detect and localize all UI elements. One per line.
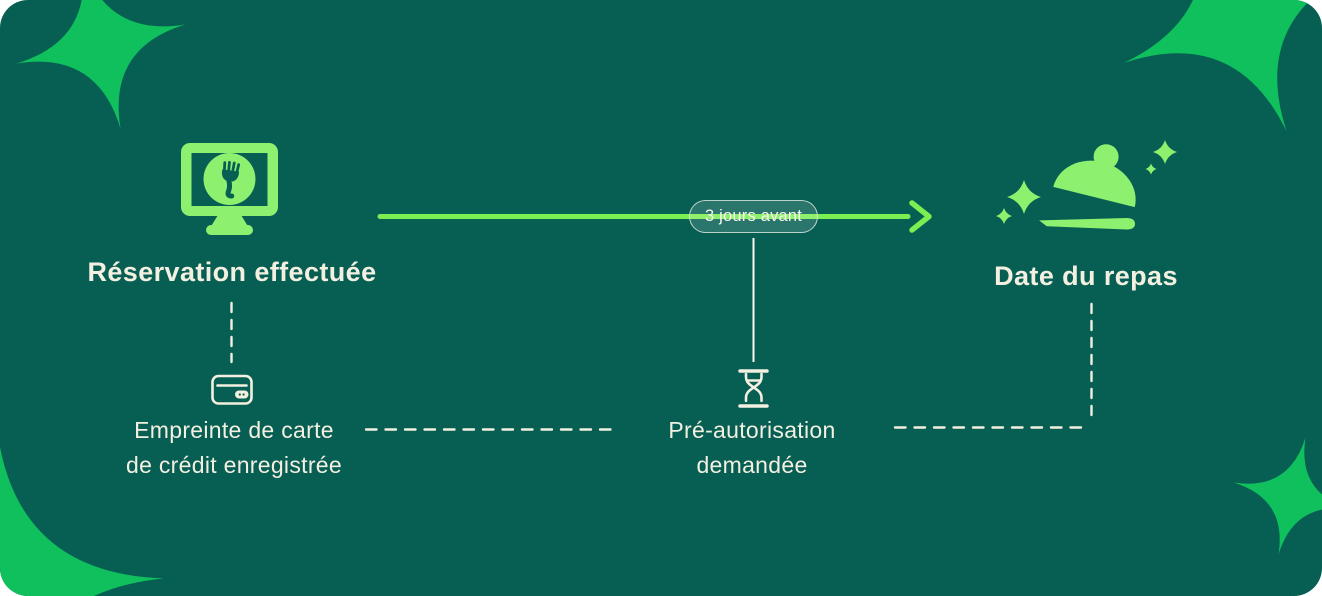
milestone-end-title: Date du repas [994,261,1178,291]
sparkle-icon [1145,163,1157,175]
fork-glyph [221,160,241,199]
sparkle-icon [996,208,1012,224]
event-card-line2: de crédit enregistrée [126,451,342,478]
hourglass-icon [738,369,769,408]
timeline-arrow-icon [377,200,932,233]
timeline-badge: 3 jours avant [689,200,819,233]
star-decoration-top-left [16,0,186,129]
sparkle-icon [1007,180,1041,214]
event-card-line1: Empreinte de carte [134,417,334,443]
credit-card-icon [211,374,253,405]
event-preauth-line2: demandée [696,451,808,478]
cloche-plate [1039,217,1135,230]
cloche-dome [1053,144,1136,208]
cloche-icon [996,140,1177,230]
star-decoration-top-right [1124,0,1322,132]
milestone-start-title: Réservation effectuée [87,257,377,287]
star-decoration-bottom-left [0,422,164,596]
star-decoration-bottom-right [1233,437,1322,555]
event-preauth-line1: Pré-autorisation [668,417,836,443]
sparkle-icon [1153,140,1177,164]
event-card-text: Empreinte de carte de crédit enregistrée [83,413,385,482]
event-preauth-text: Pré-autorisation demandée [601,413,903,482]
monitor-fork-icon [181,143,278,235]
